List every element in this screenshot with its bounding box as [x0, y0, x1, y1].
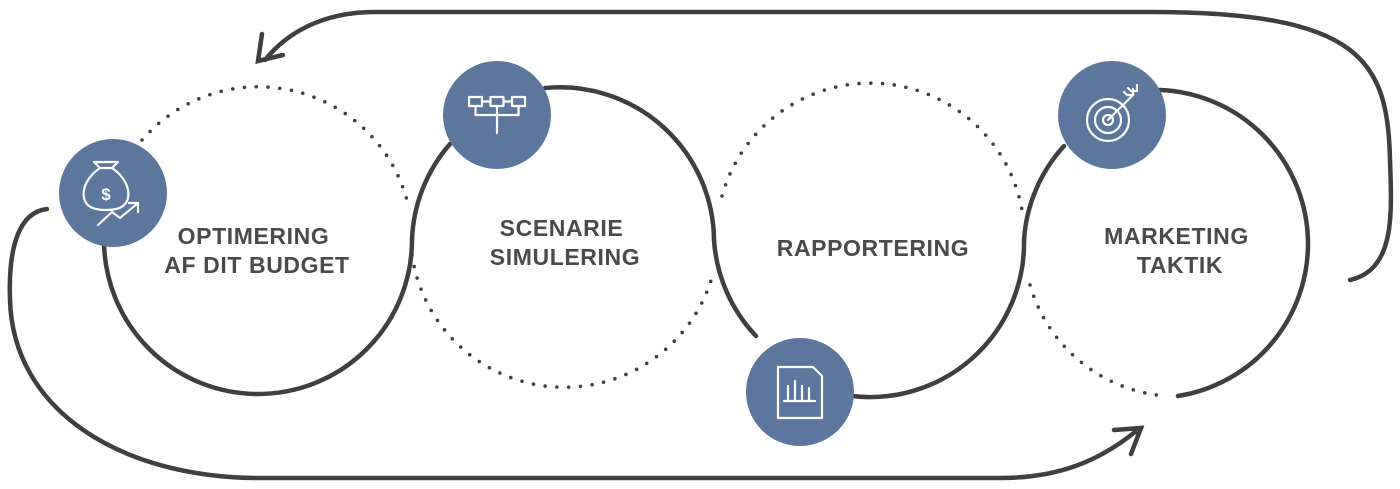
step-label-scenario: SCENARIE SIMULERING: [490, 215, 640, 270]
badge-report: [746, 338, 854, 446]
bottom-forward-arrow: [7, 206, 1145, 481]
step-label-marketing: MARKETING TAKTIK: [1104, 223, 1256, 278]
cycle-circle-report: [711, 81, 1027, 400]
badge-budget: $: [59, 139, 167, 247]
badge-marketing: [1058, 61, 1166, 169]
step-label-report: RAPPORTERING: [777, 235, 970, 261]
cycle-circle-scenario: [409, 85, 717, 390]
report-chart-icon: [776, 365, 824, 420]
top-return-arrow: [255, 9, 1394, 283]
cycle-circle-budget: [101, 84, 415, 397]
badge-scenario: [443, 61, 551, 169]
hierarchy-icon: [467, 95, 527, 135]
money-bag-growth-icon: $: [82, 160, 140, 227]
cycle-circle-marketing: [1021, 87, 1311, 399]
svg-text:$: $: [101, 185, 111, 204]
target-arrow-icon: [1085, 83, 1139, 143]
step-label-budget: OPTIMERING AF DIT BUDGET: [164, 223, 349, 278]
